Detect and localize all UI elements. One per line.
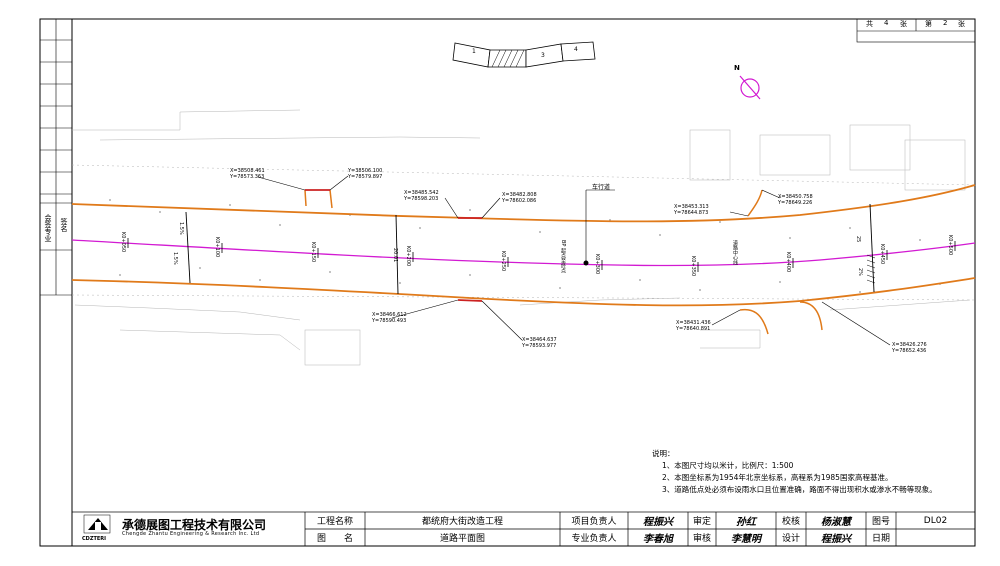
station-label: K0+150	[310, 242, 316, 263]
width-label-25: 25	[855, 236, 861, 243]
coord-leaders	[257, 175, 891, 346]
sheet-total-label: 共	[866, 20, 873, 28]
mid-note-2: 道路中心线	[732, 240, 738, 265]
note-item: 1、本图尺寸均以米计，比例尺：1:500	[662, 461, 794, 470]
keyplan-label-1: 1	[472, 48, 476, 55]
slope-label-b: 1.5%	[172, 252, 178, 265]
design-signature: 程振兴	[821, 534, 851, 545]
station-label: K0+450	[879, 244, 885, 265]
sheet-unit-2: 张	[958, 20, 965, 28]
station-label: K0+300	[594, 254, 600, 275]
road-edge-south	[71, 277, 976, 307]
mid-note: BP 起点至终点	[560, 240, 566, 274]
lane-label: 车行道	[592, 184, 611, 191]
slope-label-a: 1.5%	[178, 222, 184, 235]
station-label: K0+250	[500, 251, 506, 272]
company-name: 承德展图工程技术有限公司	[122, 518, 267, 532]
logo-text: CDZTERI	[82, 536, 106, 542]
survey-background	[71, 109, 976, 366]
side-label-a: 会签专业	[44, 214, 52, 242]
drawing-no-label: 图号	[871, 517, 890, 527]
company-logo-icon	[83, 514, 111, 534]
north-arrow-icon	[739, 75, 761, 100]
side-label-b: 签名	[60, 218, 68, 232]
sheet-page: 2	[943, 19, 948, 27]
station-label: K0+500	[947, 235, 953, 256]
check-signature: 杨淑慧	[821, 517, 851, 528]
sheet-page-label: 第	[925, 20, 932, 28]
drawing-no-value: DL02	[923, 515, 948, 526]
width-label-20: 20.01	[392, 248, 398, 263]
north-label: N	[734, 64, 740, 72]
project-label: 工程名称	[316, 517, 353, 527]
survey-points	[109, 199, 941, 293]
note-item: 2、本图坐标系为1954年北京坐标系，高程系为1985国家高程基准。	[662, 473, 893, 482]
project-value: 都统府大街改造工程	[421, 517, 503, 527]
drawing-label: 图 名	[316, 534, 353, 544]
review-label: 审定	[692, 517, 711, 527]
keyplan-label-4: 4	[574, 46, 578, 53]
audit-label: 审核	[692, 534, 711, 544]
title-block-grid	[71, 511, 976, 547]
road-edge-north	[71, 184, 976, 223]
date-value	[896, 529, 975, 546]
sheet-total: 4	[884, 19, 889, 27]
pm-signature: 程振兴	[643, 517, 673, 528]
pm-label: 项目负责人	[571, 517, 617, 527]
notes-title: 说明：	[652, 449, 675, 458]
review-signature: 孙红	[736, 517, 756, 528]
station-label: K0+100	[214, 237, 220, 258]
drawing-notes: 说明： 1、本图尺寸均以米计，比例尺：1:500 2、本图坐标系为1954年北京…	[652, 448, 937, 496]
key-plan	[452, 41, 596, 68]
sheet-index-box	[856, 18, 976, 43]
spec-label: 专业负责人	[571, 534, 617, 544]
date-label: 日期	[871, 534, 890, 544]
road-centerline	[71, 239, 976, 267]
signoff-column	[40, 19, 72, 296]
station-ticks	[127, 238, 956, 272]
station-label: K0+050	[120, 232, 126, 253]
audit-signature: 李慧明	[731, 534, 761, 545]
sheet-unit: 张	[900, 20, 907, 28]
check-label: 校核	[781, 517, 800, 527]
note-item: 3、道路低点处必须布设雨水口且位置准确，路面不得出现积水或渗水不畅等现象。	[662, 485, 937, 494]
slope-label-c: 2%	[857, 268, 863, 276]
company-name-en: Chengde Zhantu Engineering & Research In…	[122, 531, 260, 537]
station-label: K0+400	[785, 252, 791, 273]
spec-signature: 李春旭	[643, 534, 673, 545]
design-label: 设计	[781, 534, 800, 544]
station-label: K0+200	[405, 246, 411, 267]
keyplan-label-3: 3	[541, 52, 545, 59]
station-label: K0+350	[690, 256, 696, 277]
drawing-value: 道路平面图	[439, 534, 485, 544]
